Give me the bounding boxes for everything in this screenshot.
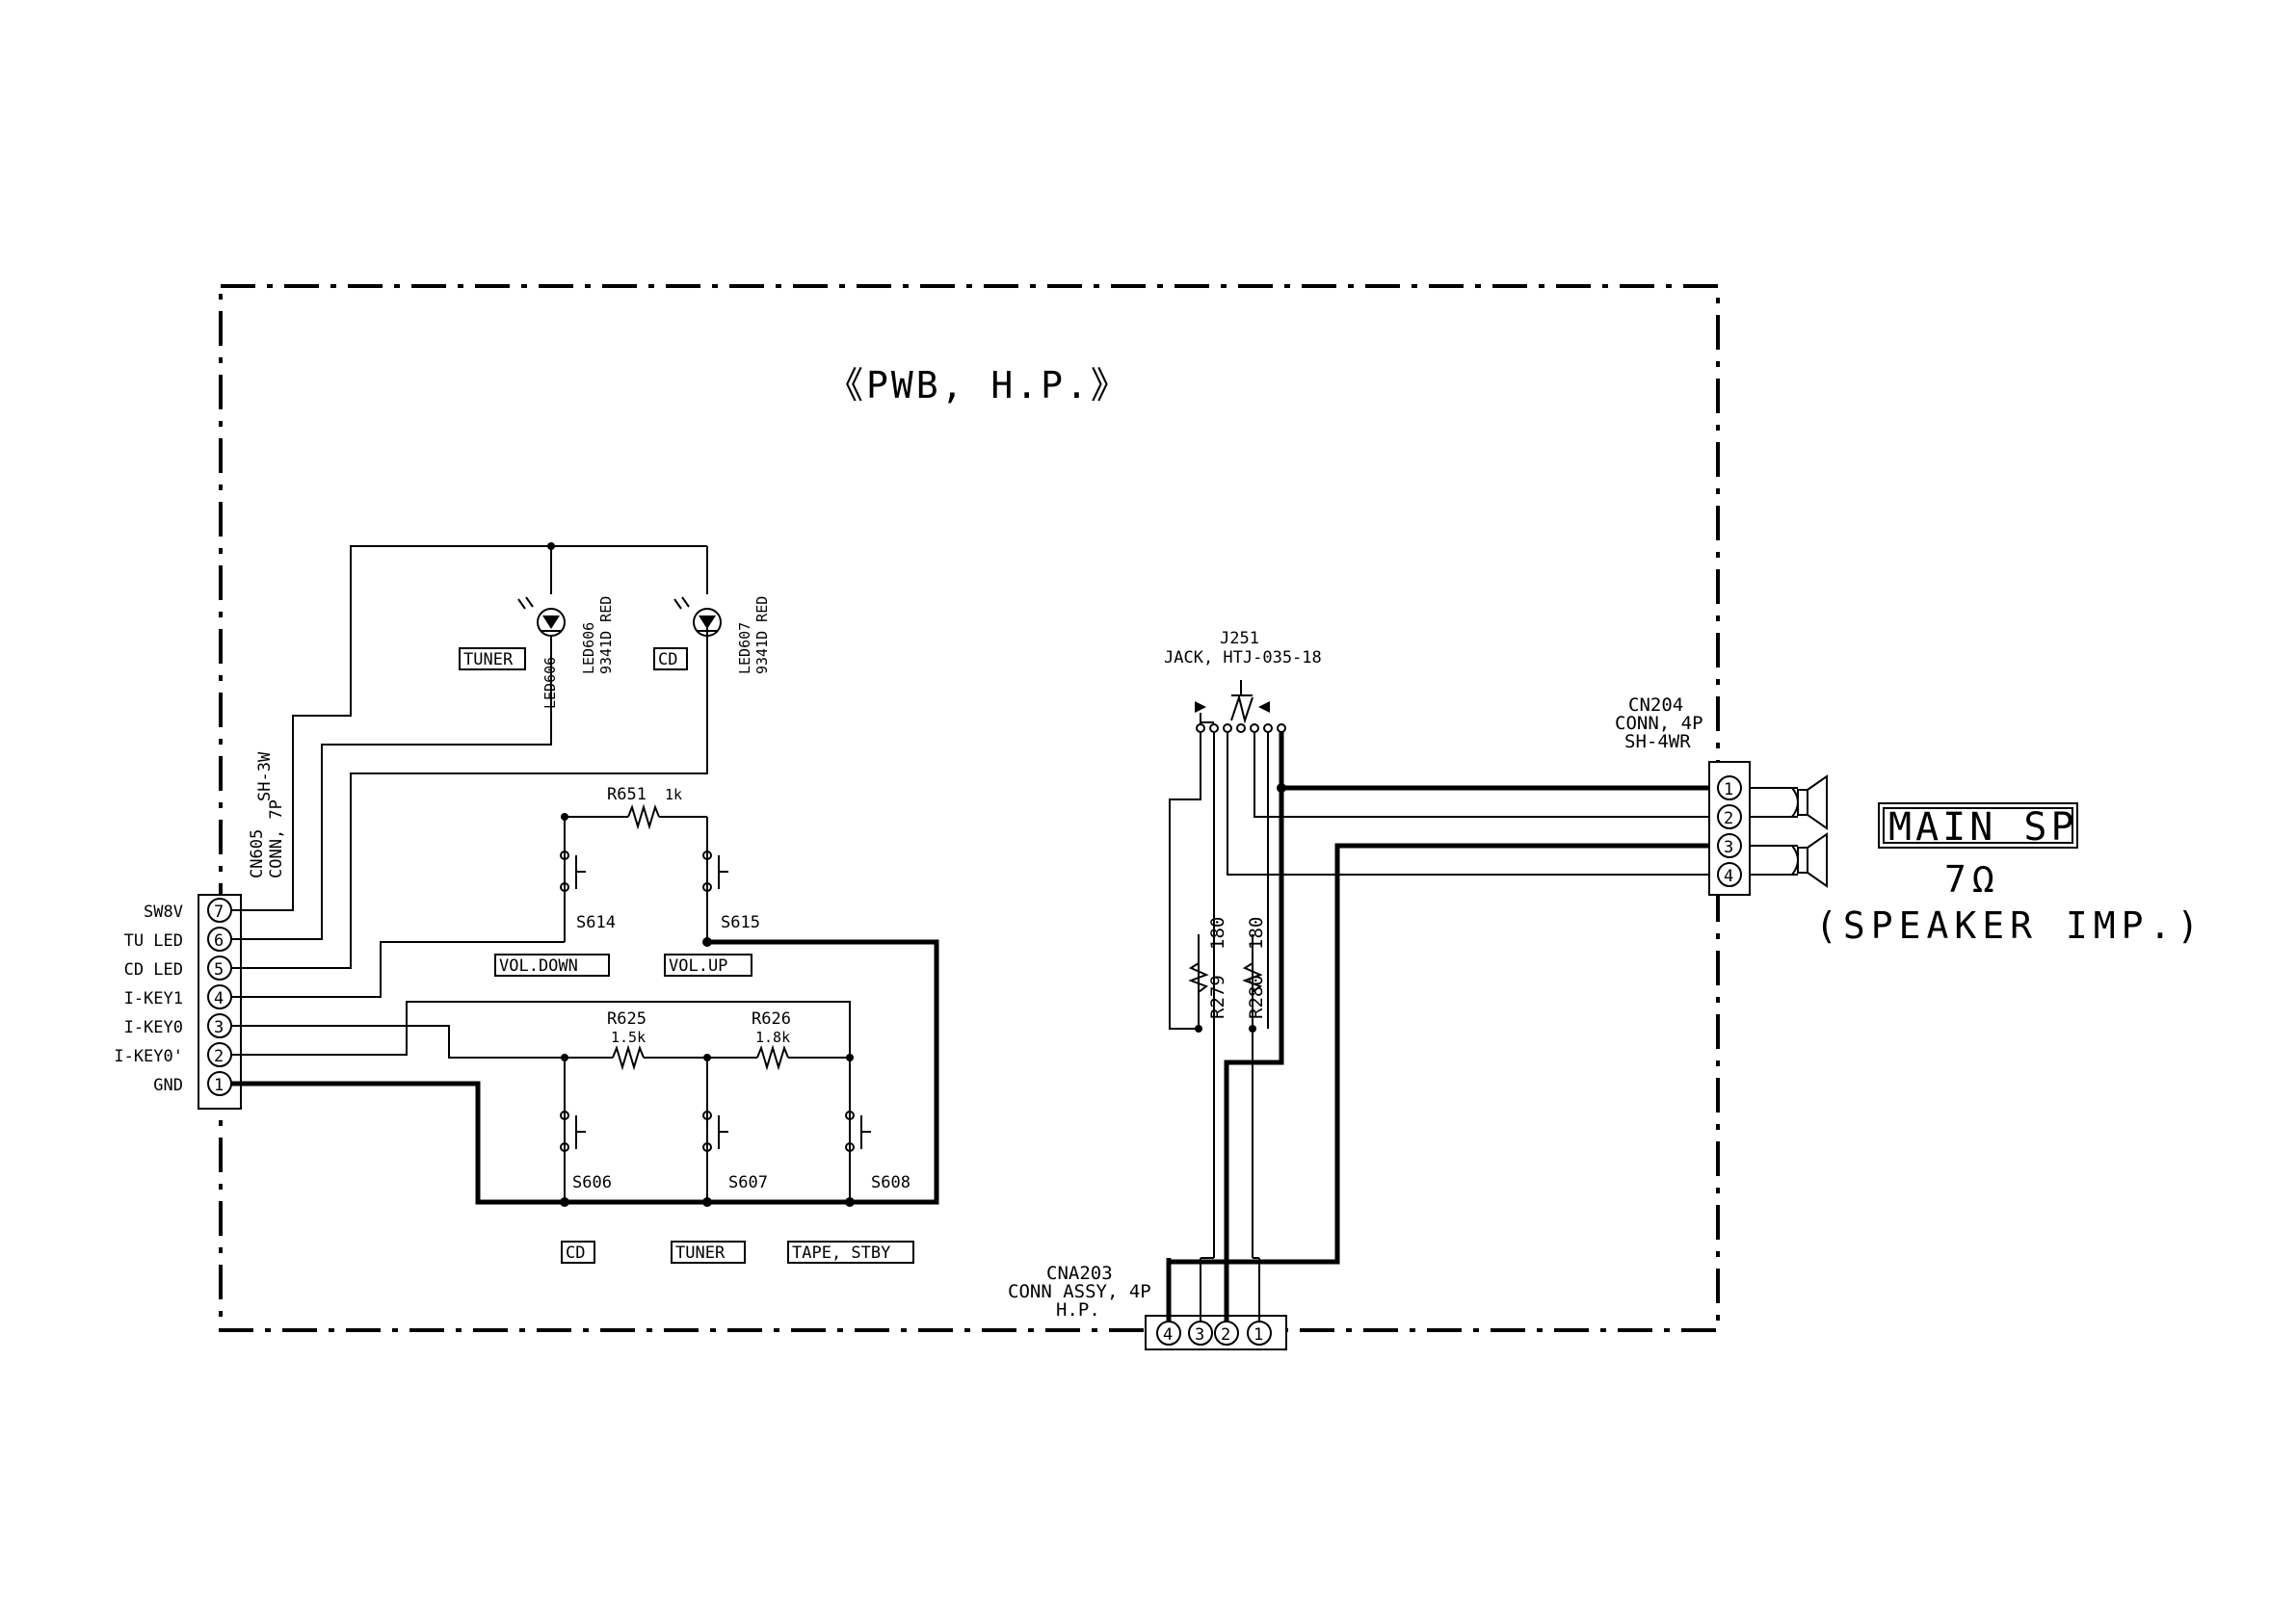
svg-text:CN605: CN605 (248, 829, 267, 878)
svg-text:1: 1 (214, 1076, 224, 1095)
pin-label-i-key0-prime: I-KEY0' (114, 1047, 183, 1066)
impedance-value: 7Ω (1944, 858, 2000, 901)
svg-text:R279: R279 (1207, 975, 1228, 1019)
svg-text:2: 2 (214, 1047, 224, 1066)
svg-text:180: 180 (1207, 917, 1228, 950)
led606-light-icon (517, 596, 534, 610)
svg-text:1: 1 (1724, 780, 1733, 799)
svg-text:SH-3W: SH-3W (255, 751, 275, 801)
cn605-pins: 7 6 5 4 3 2 1 (207, 898, 232, 1096)
led607-label: LED607 9341D RED (736, 596, 771, 674)
cn204-type: CONN, 4P (1615, 713, 1703, 734)
pin-label-sw8v: SW8V (144, 903, 183, 922)
upper-switch-group (561, 803, 937, 947)
svg-text:4: 4 (1163, 1325, 1173, 1345)
cn204-pins: 1 2 3 4 (1717, 775, 1742, 887)
svg-text:CD: CD (566, 1243, 585, 1263)
switch-s608 (845, 1111, 871, 1152)
cna203-ref: CNA203 (1046, 1263, 1113, 1284)
led606-label: LED606 9341D RED (580, 596, 615, 674)
cna203-part: H.P. (1056, 1299, 1100, 1321)
pin-label-i-key0: I-KEY0 (124, 1018, 183, 1037)
cn204-part: SH-4WR (1624, 731, 1691, 752)
led606: LED606 (537, 542, 566, 709)
r280-label: R280 180 (1246, 917, 1267, 1019)
s608-label: S608 (871, 1173, 910, 1192)
cn605-pin-labels: SW8V TU LED CD LED I-KEY1 I-KEY0 I-KEY0'… (114, 903, 183, 1095)
svg-text:LED606: LED606 (541, 657, 559, 709)
svg-text:9341D RED: 9341D RED (597, 596, 615, 674)
led607 (693, 546, 722, 637)
s606-label: S606 (572, 1173, 612, 1192)
tuner-led-tag: TUNER (459, 647, 526, 670)
j251-label: J251 (1220, 629, 1259, 648)
svg-text:3: 3 (214, 1018, 224, 1037)
svg-text:5: 5 (214, 960, 224, 980)
svg-text:LED607: LED607 (736, 622, 753, 674)
svg-text:TUNER: TUNER (463, 650, 514, 669)
svg-text:CD: CD (658, 650, 677, 669)
cn605-label: CN605 CONN, 7P SH-3W (248, 751, 286, 878)
svg-text:TUNER: TUNER (675, 1243, 726, 1263)
svg-text:VOL.DOWN: VOL.DOWN (499, 956, 578, 976)
lower-switch-group (560, 1044, 855, 1207)
svg-text:9341D RED: 9341D RED (753, 596, 771, 674)
cd-led-tag: CD (653, 647, 688, 670)
svg-text:4: 4 (214, 989, 224, 1008)
svg-text:VOL.UP: VOL.UP (669, 956, 727, 976)
pwb-outline (219, 284, 1720, 1332)
speaker-imp-note: (SPEAKER IMP.) (1815, 904, 2204, 947)
pin-label-gnd: GND (153, 1076, 183, 1095)
svg-text:6: 6 (214, 931, 224, 951)
r626-label: R626 (752, 1009, 791, 1029)
svg-text:TAPE, STBY: TAPE, STBY (792, 1243, 890, 1263)
cna203-type: CONN ASSY, 4P (1008, 1281, 1151, 1302)
svg-text:7: 7 (214, 903, 224, 922)
svg-text:CONN, 7P: CONN, 7P (267, 799, 286, 878)
jack-j251 (1195, 680, 1286, 733)
s607-label: S607 (728, 1173, 768, 1192)
svg-text:1: 1 (1254, 1325, 1263, 1345)
r279-label: R279 180 (1207, 917, 1228, 1019)
s615-label: S615 (721, 913, 760, 932)
vol-down-tag: VOL.DOWN (494, 954, 610, 977)
vol-up-tag: VOL.UP (664, 954, 752, 977)
switch-s615 (702, 851, 728, 892)
switch-s607 (702, 1111, 728, 1152)
svg-text:3: 3 (1724, 838, 1733, 857)
svg-text:2: 2 (1724, 809, 1733, 828)
svg-text:180: 180 (1246, 917, 1267, 950)
pin-label-tu-led: TU LED (124, 931, 183, 951)
tape-stby-switch-tag: TAPE, STBY (787, 1241, 914, 1264)
led607-light-icon (673, 596, 690, 610)
s614-label: S614 (576, 913, 616, 932)
speaker-icon (1750, 774, 1828, 888)
cna203-wiring (1166, 1257, 1260, 1322)
svg-text:3: 3 (1195, 1325, 1204, 1345)
j251-part: JACK, HTJ-035-18 (1164, 648, 1322, 668)
main-sp-label: MAIN SP (1878, 802, 2078, 850)
pin-label-i-key1: I-KEY1 (124, 989, 183, 1008)
r651-value: 1k (665, 786, 682, 803)
svg-text:LED606: LED606 (580, 622, 597, 674)
cd-switch-tag: CD (561, 1241, 595, 1264)
svg-text:2: 2 (1221, 1325, 1230, 1345)
board-title: 《PWB, H.P.》 (827, 364, 1130, 406)
r651-label: R651 (607, 785, 647, 804)
svg-text:MAIN SP: MAIN SP (1888, 805, 2078, 850)
pin-label-cd-led: CD LED (124, 960, 183, 980)
switch-s614 (560, 851, 586, 892)
tuner-switch-tag: TUNER (671, 1241, 746, 1264)
r625-value: 1.5k (611, 1029, 646, 1046)
r626-value: 1.8k (755, 1029, 790, 1046)
svg-text:R280: R280 (1246, 975, 1267, 1019)
jack-wiring (1166, 732, 1728, 1268)
cn204-ref: CN204 (1628, 694, 1683, 716)
r625-label: R625 (607, 1009, 647, 1029)
svg-text:4: 4 (1724, 867, 1733, 886)
switch-s606 (560, 1111, 586, 1152)
